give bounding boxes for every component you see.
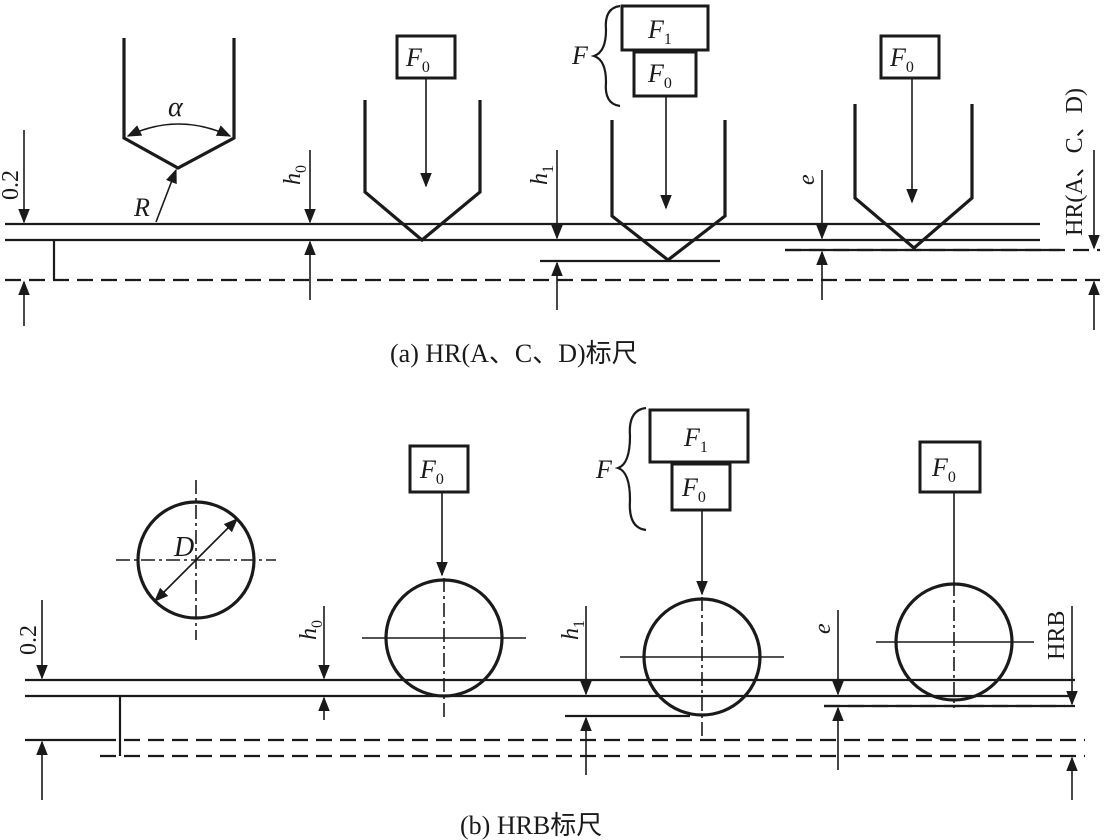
F0-box-final: [879, 34, 941, 80]
F0-label: F0: [405, 43, 430, 76]
b-F0-box-final: [918, 440, 982, 494]
indenter-unloaded: F0: [853, 34, 974, 251]
b-force-F-label: F: [595, 455, 613, 484]
ball-preload: F0: [362, 444, 526, 718]
h0-label: h0: [280, 165, 310, 185]
b-F0-label: F0: [419, 455, 444, 488]
force-brace: [590, 4, 621, 108]
F0-box: [395, 34, 457, 80]
diameter-arrow: [153, 517, 239, 603]
hrb-scale-label: HRB: [1044, 611, 1070, 660]
indenter-preload: F0: [363, 34, 482, 243]
caption-b: (b) HRB标尺: [460, 811, 602, 840]
b-h1-label: h1: [558, 620, 588, 640]
angle-alpha-label: α: [168, 92, 184, 123]
dim-0.2-label: 0.2: [0, 170, 24, 200]
cone-indenter-preload: [363, 100, 482, 243]
b-dim-0.2-label: 0.2: [16, 625, 42, 655]
indenter-full-load: F F1 F0: [571, 4, 727, 263]
caption-a: (a) HR(A、C、D)标尺: [390, 339, 638, 368]
panel-a: 0.2 α R h0 F0 h1 F F1: [0, 4, 1100, 368]
b-force-brace: [614, 406, 647, 532]
F1-label: F1: [647, 15, 672, 48]
F0-final-label: F0: [889, 43, 914, 76]
radius-R-label: R: [133, 193, 150, 222]
hr-scale-label: HR(A、C、D): [1062, 88, 1088, 236]
radius-arrow: [155, 168, 177, 223]
ball-indenter-geometry: D: [116, 480, 276, 640]
b-F0-final-label: F0: [931, 453, 956, 486]
b-h0-label: h0: [296, 620, 326, 640]
ball-unloaded: F0: [876, 440, 1034, 708]
cone-indenter-final: [853, 104, 974, 251]
force-F-label: F: [571, 41, 589, 70]
ball-full-load: F F1 F0: [595, 406, 784, 738]
cone-indenter: [122, 38, 236, 170]
b-e-label: e: [810, 623, 836, 634]
b-F1-label: F1: [683, 423, 708, 456]
cone-indenter-loaded: [610, 120, 727, 263]
e-label: e: [794, 174, 820, 185]
diameter-D-label: D: [173, 532, 194, 563]
panel-b: 0.2 D h0 F0 h1 F: [16, 406, 1085, 840]
F1-box: [620, 4, 710, 52]
b-F1-box: [648, 408, 750, 464]
F0-stacked-label: F0: [647, 59, 672, 92]
cone-indenter-geometry: α R: [122, 38, 236, 223]
b-F0-box: [408, 444, 470, 494]
b-F0-stacked-label: F0: [681, 473, 706, 506]
b-F0-box-stacked: [670, 462, 732, 512]
F0-box-stacked: [632, 50, 698, 98]
angle-arc: [126, 123, 232, 137]
h1-label: h1: [527, 165, 557, 185]
